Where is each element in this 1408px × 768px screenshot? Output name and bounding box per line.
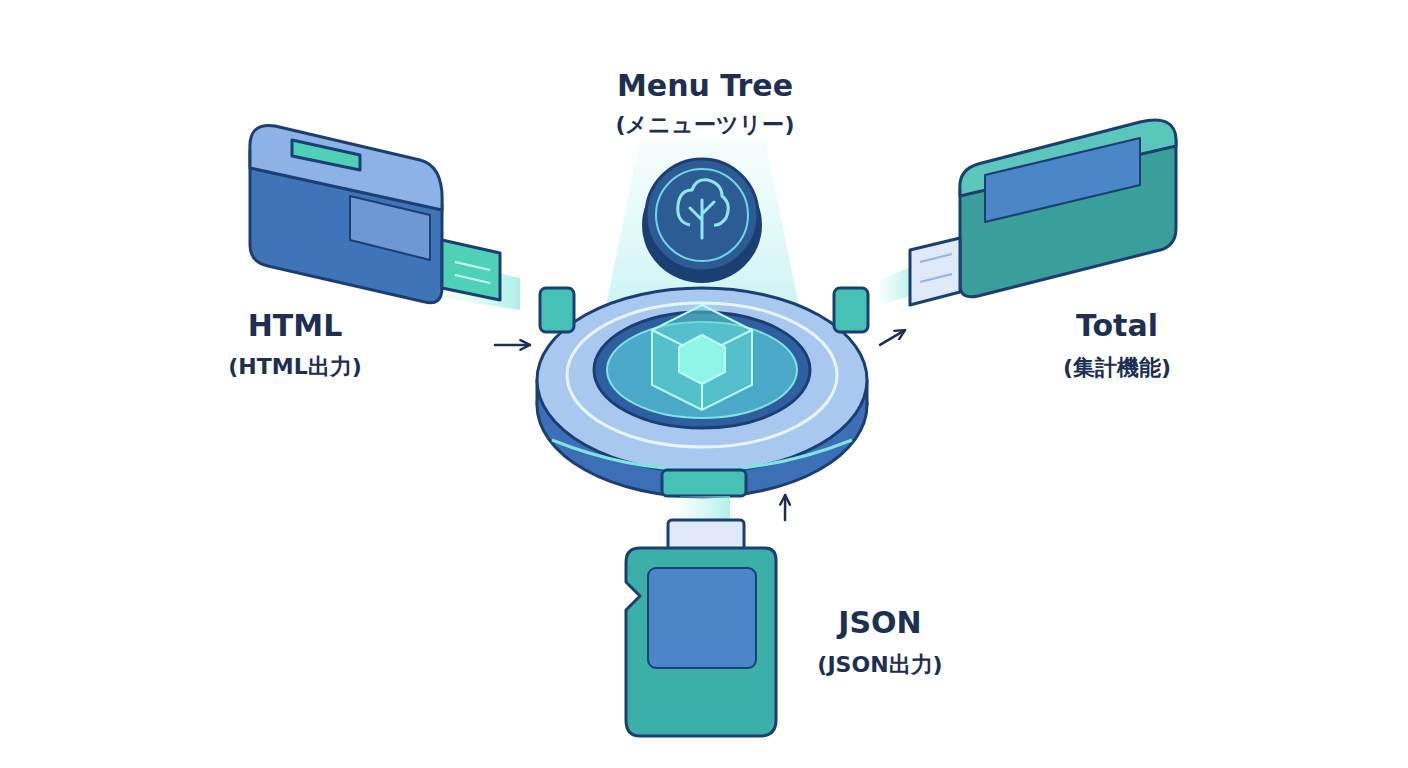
html-plug [250,126,520,311]
module-node: JSON (JSON出力) [620,520,1020,750]
node-title: Total [1027,308,1207,343]
module-node: Total (集計機能) [905,110,1205,400]
node-subtitle: (集計機能) [1027,353,1207,383]
json-plug [626,496,776,736]
hub-node: Menu Tree (メニューツリー) [530,60,880,495]
port-tab [662,470,746,496]
hub-ring [537,288,867,497]
node-title: JSON [790,605,970,640]
flow-arrow [880,330,905,345]
port-tab [540,288,574,332]
node-title: HTML [195,308,395,343]
module-node: HTML (HTML出力) [195,105,495,405]
port-tab [834,288,868,332]
node-subtitle: (メニューツリー) [530,110,880,140]
node-subtitle: (HTML出力) [195,352,395,382]
node-subtitle: (JSON出力) [790,650,970,680]
total-plug [880,120,1176,305]
node-title: Menu Tree [530,68,880,103]
flow-arrow [495,344,530,347]
core-cube [652,305,752,410]
flow-arrow [784,495,787,520]
tree-badge [642,159,762,283]
